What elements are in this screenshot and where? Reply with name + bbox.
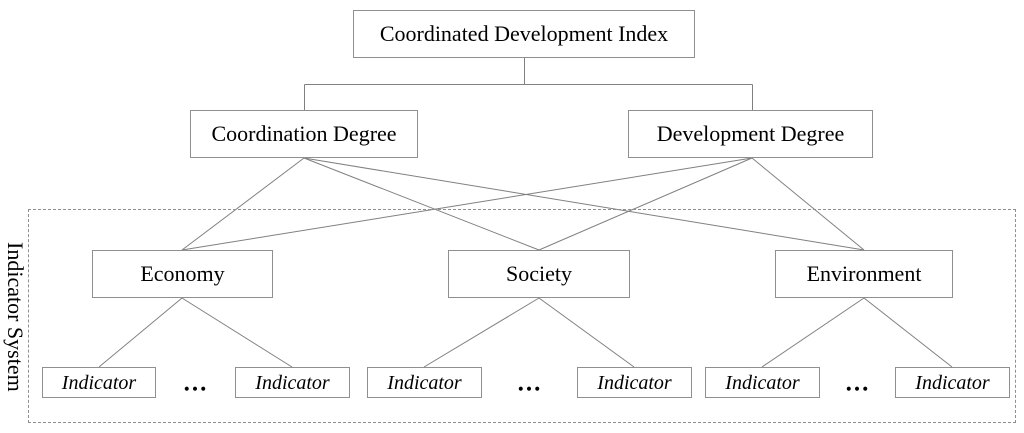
node-coordination-degree: Coordination Degree [190, 110, 418, 158]
node-economy: Economy [92, 250, 273, 298]
node-indicator-6: Indicator [895, 367, 1010, 398]
edge-society-indicator-3 [423, 297, 540, 368]
edge-environment-indicator-5 [761, 297, 865, 368]
node-indicator-5: Indicator [705, 367, 820, 398]
indicator-system-label: Indicator System [3, 242, 28, 392]
node-indicator-1: Indicator [42, 367, 156, 398]
node-society: Society [448, 250, 630, 298]
edge-coordination-environment [303, 157, 865, 251]
edge-development-economy [181, 157, 753, 251]
ellipsis-economy: ... [183, 369, 209, 397]
edge-economy-indicator-2 [181, 297, 293, 368]
indicator-system-group [28, 209, 1016, 423]
node-indicator-4: Indicator [577, 367, 692, 398]
edge-coordination-society [303, 157, 540, 251]
edge-development-society [538, 157, 753, 251]
ellipsis-society: ... [517, 369, 543, 397]
edge-economy-indicator-1 [98, 297, 183, 368]
node-indicator-2: Indicator [235, 367, 350, 398]
node-indicator-3: Indicator [367, 367, 482, 398]
node-environment: Environment [775, 250, 953, 298]
edge-development-environment [751, 157, 865, 251]
node-development-degree: Development Degree [628, 110, 873, 158]
edge-coordination-economy [181, 157, 305, 251]
edge-root-elbow [304, 58, 753, 110]
node-coordinated-development-index: Coordinated Development Index [353, 10, 695, 58]
edge-society-indicator-4 [538, 297, 635, 368]
ellipsis-environment: ... [845, 369, 871, 397]
edge-environment-indicator-6 [863, 297, 953, 368]
